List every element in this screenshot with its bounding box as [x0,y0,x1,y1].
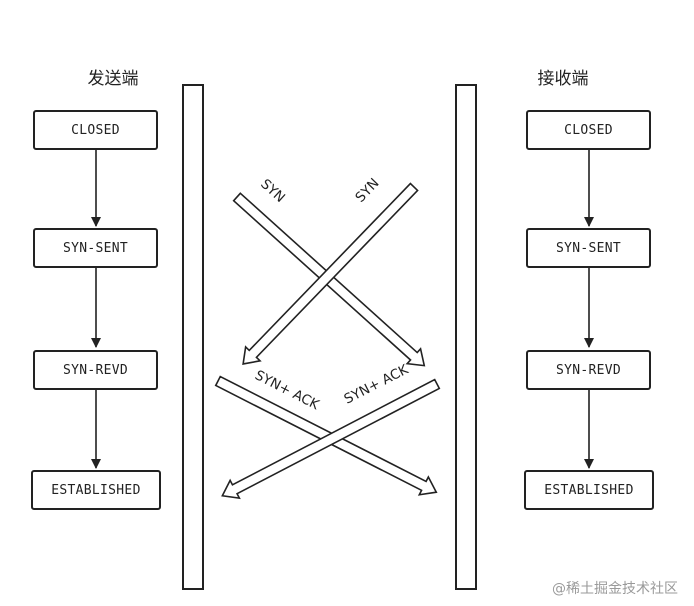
sender-state-syn-revd: SYN-REVD [33,350,158,390]
syn-label-left: SYN [257,176,288,206]
syn-arrow-receiver-to-sender [242,182,419,365]
sender-timeline-bar [182,84,204,590]
receiver-state-closed: CLOSED [526,110,651,150]
receiver-state-syn-sent: SYN-SENT [526,228,651,268]
sender-state-established: ESTABLISHED [31,470,161,510]
sender-title: 发送端 [87,69,139,89]
watermark: @稀土掘金技术社区 [552,581,678,597]
receiver-state-established: ESTABLISHED [524,470,654,510]
sender-state-syn-sent: SYN-SENT [33,228,158,268]
receiver-timeline-bar [455,84,477,590]
synack-arrow-receiver-to-sender [221,378,441,500]
receiver-state-syn-revd: SYN-REVD [526,350,651,390]
sender-state-closed: CLOSED [33,110,158,150]
receiver-title: 接收端 [537,69,589,89]
syn-label-right: SYN [352,175,382,205]
